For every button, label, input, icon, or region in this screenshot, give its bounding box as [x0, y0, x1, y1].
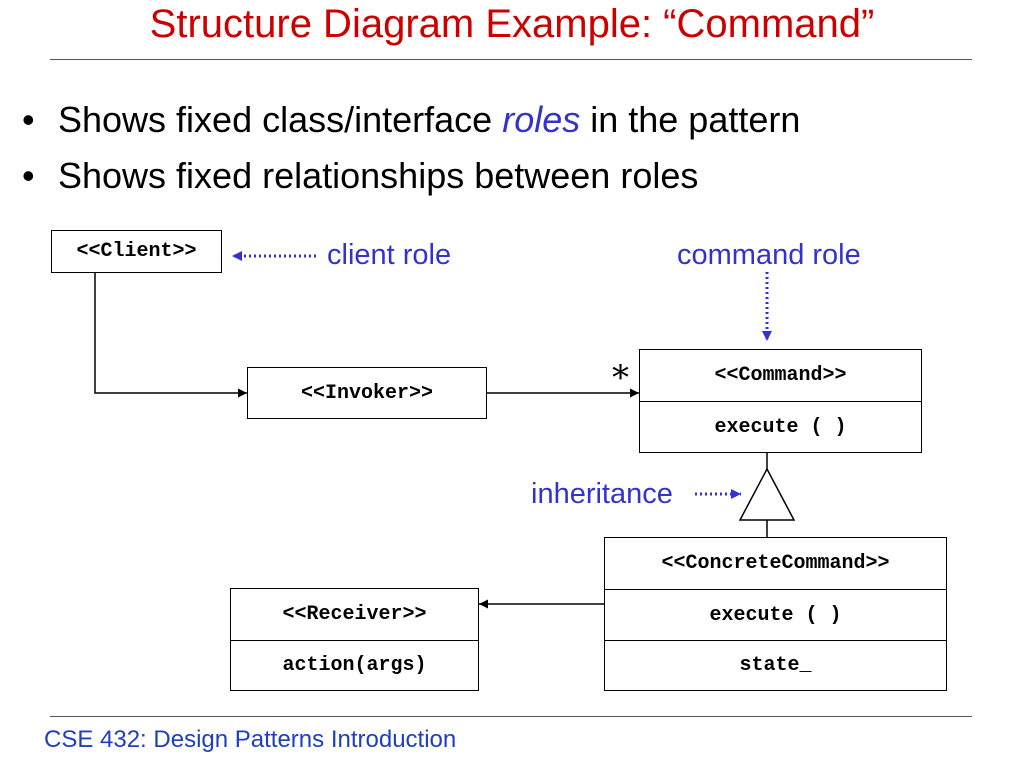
bullet-text-end: in the pattern	[580, 99, 801, 140]
bullet-text: Shows fixed relationships between roles	[58, 155, 699, 196]
client-role-label: client role	[327, 239, 452, 271]
receiver-method: action(args)	[231, 640, 478, 690]
bullet-glyph: •	[22, 155, 35, 196]
invoker-class-box: <<Invoker>>	[247, 367, 487, 419]
command-class-box: <<Command>> execute ( )	[639, 349, 922, 453]
slide-title: Structure Diagram Example: “Command”	[149, 2, 875, 46]
client-class-name: <<Client>>	[76, 240, 197, 263]
bullet-item: • Shows fixed relationships between role…	[22, 148, 800, 204]
inheritance-triangle	[738, 467, 796, 521]
concrete-command-attribute: state_	[605, 640, 946, 690]
concrete-command-method: execute ( )	[605, 589, 946, 640]
bullet-text: Shows fixed class/interface	[58, 99, 503, 140]
receiver-class-name: <<Receiver>>	[282, 603, 427, 626]
receiver-class-box: <<Receiver>> action(args)	[230, 588, 479, 691]
footer-divider	[50, 716, 972, 717]
bullet-emphasis: roles	[502, 99, 581, 140]
concrete-command-class-box: <<ConcreteCommand>> execute ( ) state_	[604, 537, 947, 691]
bullet-list: • Shows fixed class/interface roles in t…	[22, 92, 800, 204]
invoker-class-name: <<Invoker>>	[300, 381, 434, 405]
inheritance-label: inheritance	[531, 478, 673, 510]
command-role-label: command role	[677, 239, 861, 271]
multiplicity-label: *	[612, 358, 629, 398]
client-class-box: <<Client>>	[51, 230, 222, 273]
title-divider	[50, 59, 972, 60]
client-invoker-line	[94, 273, 247, 398]
bullet-item: • Shows fixed class/interface roles in t…	[22, 92, 800, 148]
footer-text: CSE 432: Design Patterns Introduction	[44, 726, 457, 753]
concrete-command-class-name: <<ConcreteCommand>>	[661, 552, 890, 575]
bullet-glyph: •	[22, 99, 35, 140]
command-class-name: <<Command>>	[714, 364, 847, 387]
command-method: execute ( )	[640, 401, 921, 452]
